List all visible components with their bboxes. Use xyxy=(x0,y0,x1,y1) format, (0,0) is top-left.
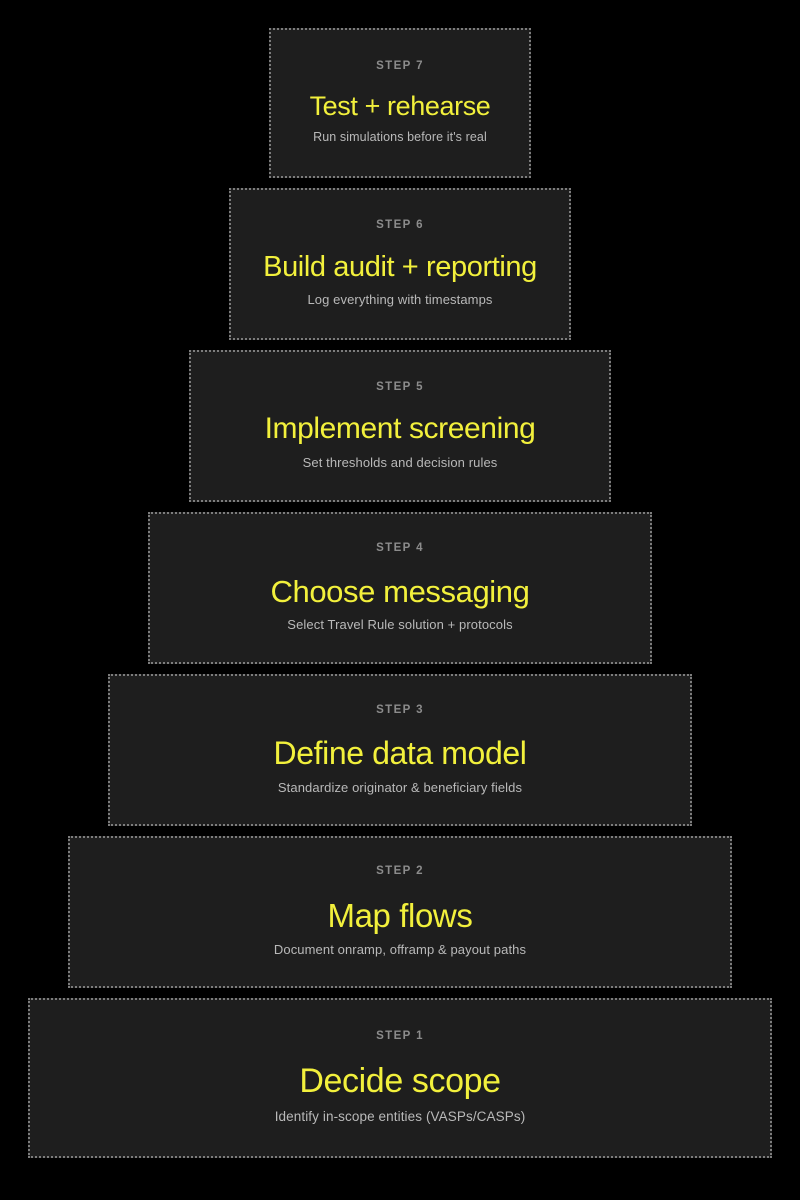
step-label: STEP 2 xyxy=(376,865,424,878)
step-label: STEP 4 xyxy=(376,542,424,555)
step-label: STEP 7 xyxy=(376,59,424,72)
step-label: STEP 6 xyxy=(376,219,424,232)
step-card-2[interactable]: STEP 2 Map flows Document onramp, offram… xyxy=(68,836,732,988)
step-card-3[interactable]: STEP 3 Define data model Standardize ori… xyxy=(108,674,692,826)
step-label: STEP 5 xyxy=(376,380,424,393)
step-subtitle: Select Travel Rule solution + protocols xyxy=(287,617,513,633)
step-card-7[interactable]: STEP 7 Test + rehearse Run simulations b… xyxy=(269,28,531,178)
step-title: Define data model xyxy=(273,735,527,772)
step-card-6[interactable]: STEP 6 Build audit + reporting Log every… xyxy=(229,188,571,340)
step-title: Map flows xyxy=(327,896,473,934)
step-label: STEP 3 xyxy=(376,703,424,716)
step-subtitle: Set thresholds and decision rules xyxy=(302,454,498,470)
step-subtitle: Identify in-scope entities (VASPs/CASPs) xyxy=(274,1108,526,1124)
step-subtitle: Document onramp, offramp & payout paths xyxy=(273,942,527,958)
step-card-4[interactable]: STEP 4 Choose messaging Select Travel Ru… xyxy=(148,512,652,664)
step-title: Choose messaging xyxy=(270,573,530,609)
step-subtitle: Run simulations before it's real xyxy=(313,130,487,145)
step-card-5[interactable]: STEP 5 Implement screening Set threshold… xyxy=(189,350,611,502)
step-title: Test + rehearse xyxy=(309,91,491,122)
step-subtitle: Standardize originator & beneficiary fie… xyxy=(277,779,523,795)
step-subtitle: Log everything with timestamps xyxy=(307,292,493,308)
step-title: Build audit + reporting xyxy=(263,250,537,283)
step-title: Implement screening xyxy=(264,412,536,446)
step-card-1[interactable]: STEP 1 Decide scope Identify in-scope en… xyxy=(28,998,772,1158)
step-title: Decide scope xyxy=(299,1061,501,1100)
step-label: STEP 1 xyxy=(376,1030,424,1043)
